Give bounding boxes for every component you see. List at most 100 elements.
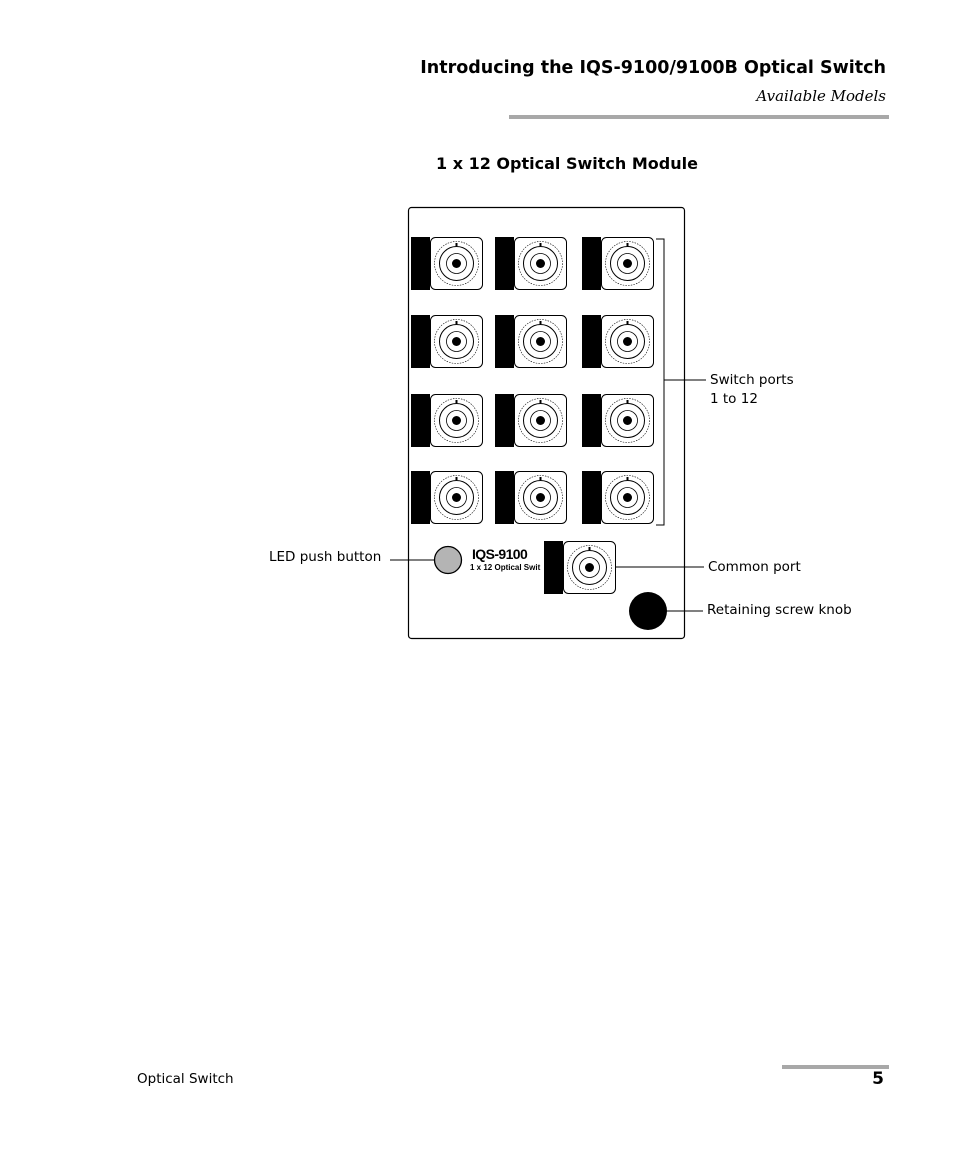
port-ring-outer bbox=[567, 545, 612, 590]
port-ring-inner bbox=[579, 557, 600, 578]
port-ring bbox=[523, 324, 558, 359]
port-ferrule bbox=[452, 259, 461, 268]
switch-port-10[interactable] bbox=[411, 471, 483, 524]
port-ferrule bbox=[536, 259, 545, 268]
port-clip bbox=[495, 471, 514, 524]
port-ferrule bbox=[623, 259, 632, 268]
port-ring-inner bbox=[617, 410, 638, 431]
port-ferrule bbox=[536, 493, 545, 502]
port-ring-outer bbox=[434, 398, 479, 443]
port-clip bbox=[495, 237, 514, 290]
port-key bbox=[455, 321, 458, 324]
callout-switch-ports-line2: 1 to 12 bbox=[710, 391, 758, 407]
port-ferrule bbox=[623, 416, 632, 425]
page-number: 5 bbox=[872, 1069, 884, 1089]
port-ring-inner bbox=[446, 253, 467, 274]
port-key bbox=[455, 243, 458, 246]
port-ferrule bbox=[452, 416, 461, 425]
port-ring-outer bbox=[434, 319, 479, 364]
port-ring-outer bbox=[605, 241, 650, 286]
port-key bbox=[539, 243, 542, 246]
port-ring bbox=[523, 480, 558, 515]
port-ring-outer bbox=[518, 319, 563, 364]
led-push-button[interactable] bbox=[433, 545, 463, 575]
callout-switch-ports: Switch ports 1 to 12 bbox=[710, 371, 794, 409]
port-clip bbox=[582, 315, 601, 368]
port-ring bbox=[439, 246, 474, 281]
switch-port-2[interactable] bbox=[495, 237, 567, 290]
callout-switch-ports-line1: Switch ports bbox=[710, 372, 794, 388]
switch-port-5[interactable] bbox=[495, 315, 567, 368]
switch-port-3[interactable] bbox=[582, 237, 654, 290]
port-clip bbox=[411, 315, 430, 368]
switch-port-12[interactable] bbox=[582, 471, 654, 524]
port-key bbox=[626, 477, 629, 480]
port-ring bbox=[572, 550, 607, 585]
port-ring-inner bbox=[446, 410, 467, 431]
port-ring bbox=[523, 403, 558, 438]
port-key bbox=[455, 477, 458, 480]
port-key bbox=[626, 243, 629, 246]
switch-port-1[interactable] bbox=[411, 237, 483, 290]
port-clip bbox=[411, 471, 430, 524]
port-ring bbox=[439, 480, 474, 515]
switch-port-9[interactable] bbox=[582, 394, 654, 447]
port-clip bbox=[495, 394, 514, 447]
port-key bbox=[455, 400, 458, 403]
port-key bbox=[539, 400, 542, 403]
switch-port-8[interactable] bbox=[495, 394, 567, 447]
port-key bbox=[539, 477, 542, 480]
port-ring-outer bbox=[518, 475, 563, 520]
port-ring-outer bbox=[605, 475, 650, 520]
port-ferrule bbox=[585, 563, 594, 572]
common-port-connector[interactable] bbox=[544, 541, 616, 594]
port-ring-inner bbox=[530, 410, 551, 431]
port-ring-outer bbox=[518, 398, 563, 443]
port-clip bbox=[495, 315, 514, 368]
callout-common-port: Common port bbox=[708, 559, 801, 575]
port-ring bbox=[439, 403, 474, 438]
port-key bbox=[539, 321, 542, 324]
port-ring-inner bbox=[617, 331, 638, 352]
port-ring bbox=[610, 324, 645, 359]
port-clip bbox=[582, 471, 601, 524]
header-rule bbox=[509, 115, 889, 119]
port-clip bbox=[582, 394, 601, 447]
callout-retaining-screw-knob: Retaining screw knob bbox=[707, 602, 852, 618]
port-ring bbox=[439, 324, 474, 359]
footer-rule bbox=[782, 1065, 889, 1069]
port-ferrule bbox=[536, 337, 545, 346]
port-ferrule bbox=[452, 337, 461, 346]
running-header-title: Introducing the IQS-9100/9100B Optical S… bbox=[420, 58, 886, 78]
port-ring-inner bbox=[446, 331, 467, 352]
switch-port-11[interactable] bbox=[495, 471, 567, 524]
port-ring-inner bbox=[617, 253, 638, 274]
port-ring-inner bbox=[617, 487, 638, 508]
port-clip bbox=[411, 237, 430, 290]
port-ring-inner bbox=[530, 487, 551, 508]
port-ring-inner bbox=[446, 487, 467, 508]
switch-ports-group bbox=[411, 237, 654, 524]
switch-port-6[interactable] bbox=[582, 315, 654, 368]
switch-port-7[interactable] bbox=[411, 394, 483, 447]
port-key bbox=[626, 400, 629, 403]
port-clip bbox=[411, 394, 430, 447]
port-ferrule bbox=[623, 337, 632, 346]
port-ring bbox=[523, 246, 558, 281]
footer-document-title: Optical Switch bbox=[137, 1071, 234, 1087]
port-key bbox=[588, 547, 591, 550]
port-ring-inner bbox=[530, 253, 551, 274]
port-ring bbox=[610, 246, 645, 281]
running-header-subtitle: Available Models bbox=[756, 87, 886, 105]
port-ring-outer bbox=[605, 319, 650, 364]
port-ferrule bbox=[452, 493, 461, 502]
switch-ports-bracket bbox=[656, 238, 665, 526]
switch-port-4[interactable] bbox=[411, 315, 483, 368]
port-clip bbox=[544, 541, 563, 594]
module-model-description: 1 x 12 Optical Swit bbox=[470, 563, 541, 572]
port-ring bbox=[610, 403, 645, 438]
common-port[interactable] bbox=[544, 541, 616, 594]
port-ferrule bbox=[536, 416, 545, 425]
port-ferrule bbox=[623, 493, 632, 502]
